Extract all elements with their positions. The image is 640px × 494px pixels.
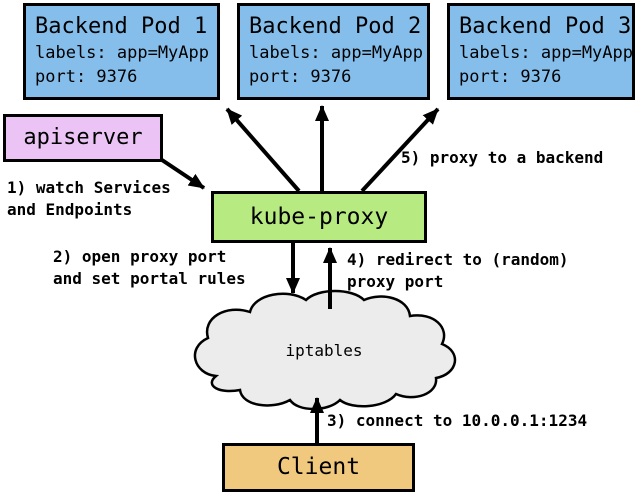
client-label: Client	[276, 454, 361, 480]
pod-3-port: port: 9376	[459, 67, 562, 87]
iptables-cloud-shape	[193, 289, 457, 411]
step-1-label: 1) watch Services and Endpoints	[7, 178, 171, 219]
backend-pod-3-box: Backend Pod 3 labels: app=MyApp port: 93…	[447, 3, 635, 100]
kube-proxy-label: kube-proxy	[249, 203, 389, 230]
pod-1-labels: labels: app=MyApp	[35, 43, 209, 63]
backend-pod-1-box: Backend Pod 1 labels: app=MyApp port: 93…	[23, 3, 220, 100]
arrow-kube-proxy-to-pod-1	[225, 107, 301, 193]
step-3-label: 3) connect to 10.0.0.1:1234	[327, 411, 588, 430]
kube-proxy-box: kube-proxy	[211, 191, 427, 243]
pod-1-title: Backend Pod 1	[35, 14, 208, 39]
step-2-label: 2) open proxy port and set portal rules	[53, 247, 246, 288]
pod-2-title: Backend Pod 2	[249, 14, 422, 39]
pod-1-port: port: 9376	[35, 67, 138, 87]
pod-2-labels: labels: app=MyApp	[249, 43, 423, 63]
apiserver-box: apiserver	[3, 114, 163, 162]
iptables-label: iptables	[285, 341, 363, 360]
pod-3-labels: labels: app=MyApp	[459, 43, 633, 63]
arrow-kube-proxy-to-pod-3	[360, 107, 440, 193]
apiserver-label: apiserver	[23, 125, 143, 150]
step-4-label: 4) redirect to (random) proxy port	[347, 250, 569, 291]
pod-2-port: port: 9376	[249, 67, 352, 87]
client-box: Client	[222, 443, 415, 492]
pod-3-title: Backend Pod 3	[459, 14, 632, 39]
arrow-apiserver-to-kube-proxy	[160, 158, 206, 190]
step-5-label: 5) proxy to a backend	[401, 148, 604, 167]
backend-pod-2-box: Backend Pod 2 labels: app=MyApp port: 93…	[237, 3, 430, 100]
